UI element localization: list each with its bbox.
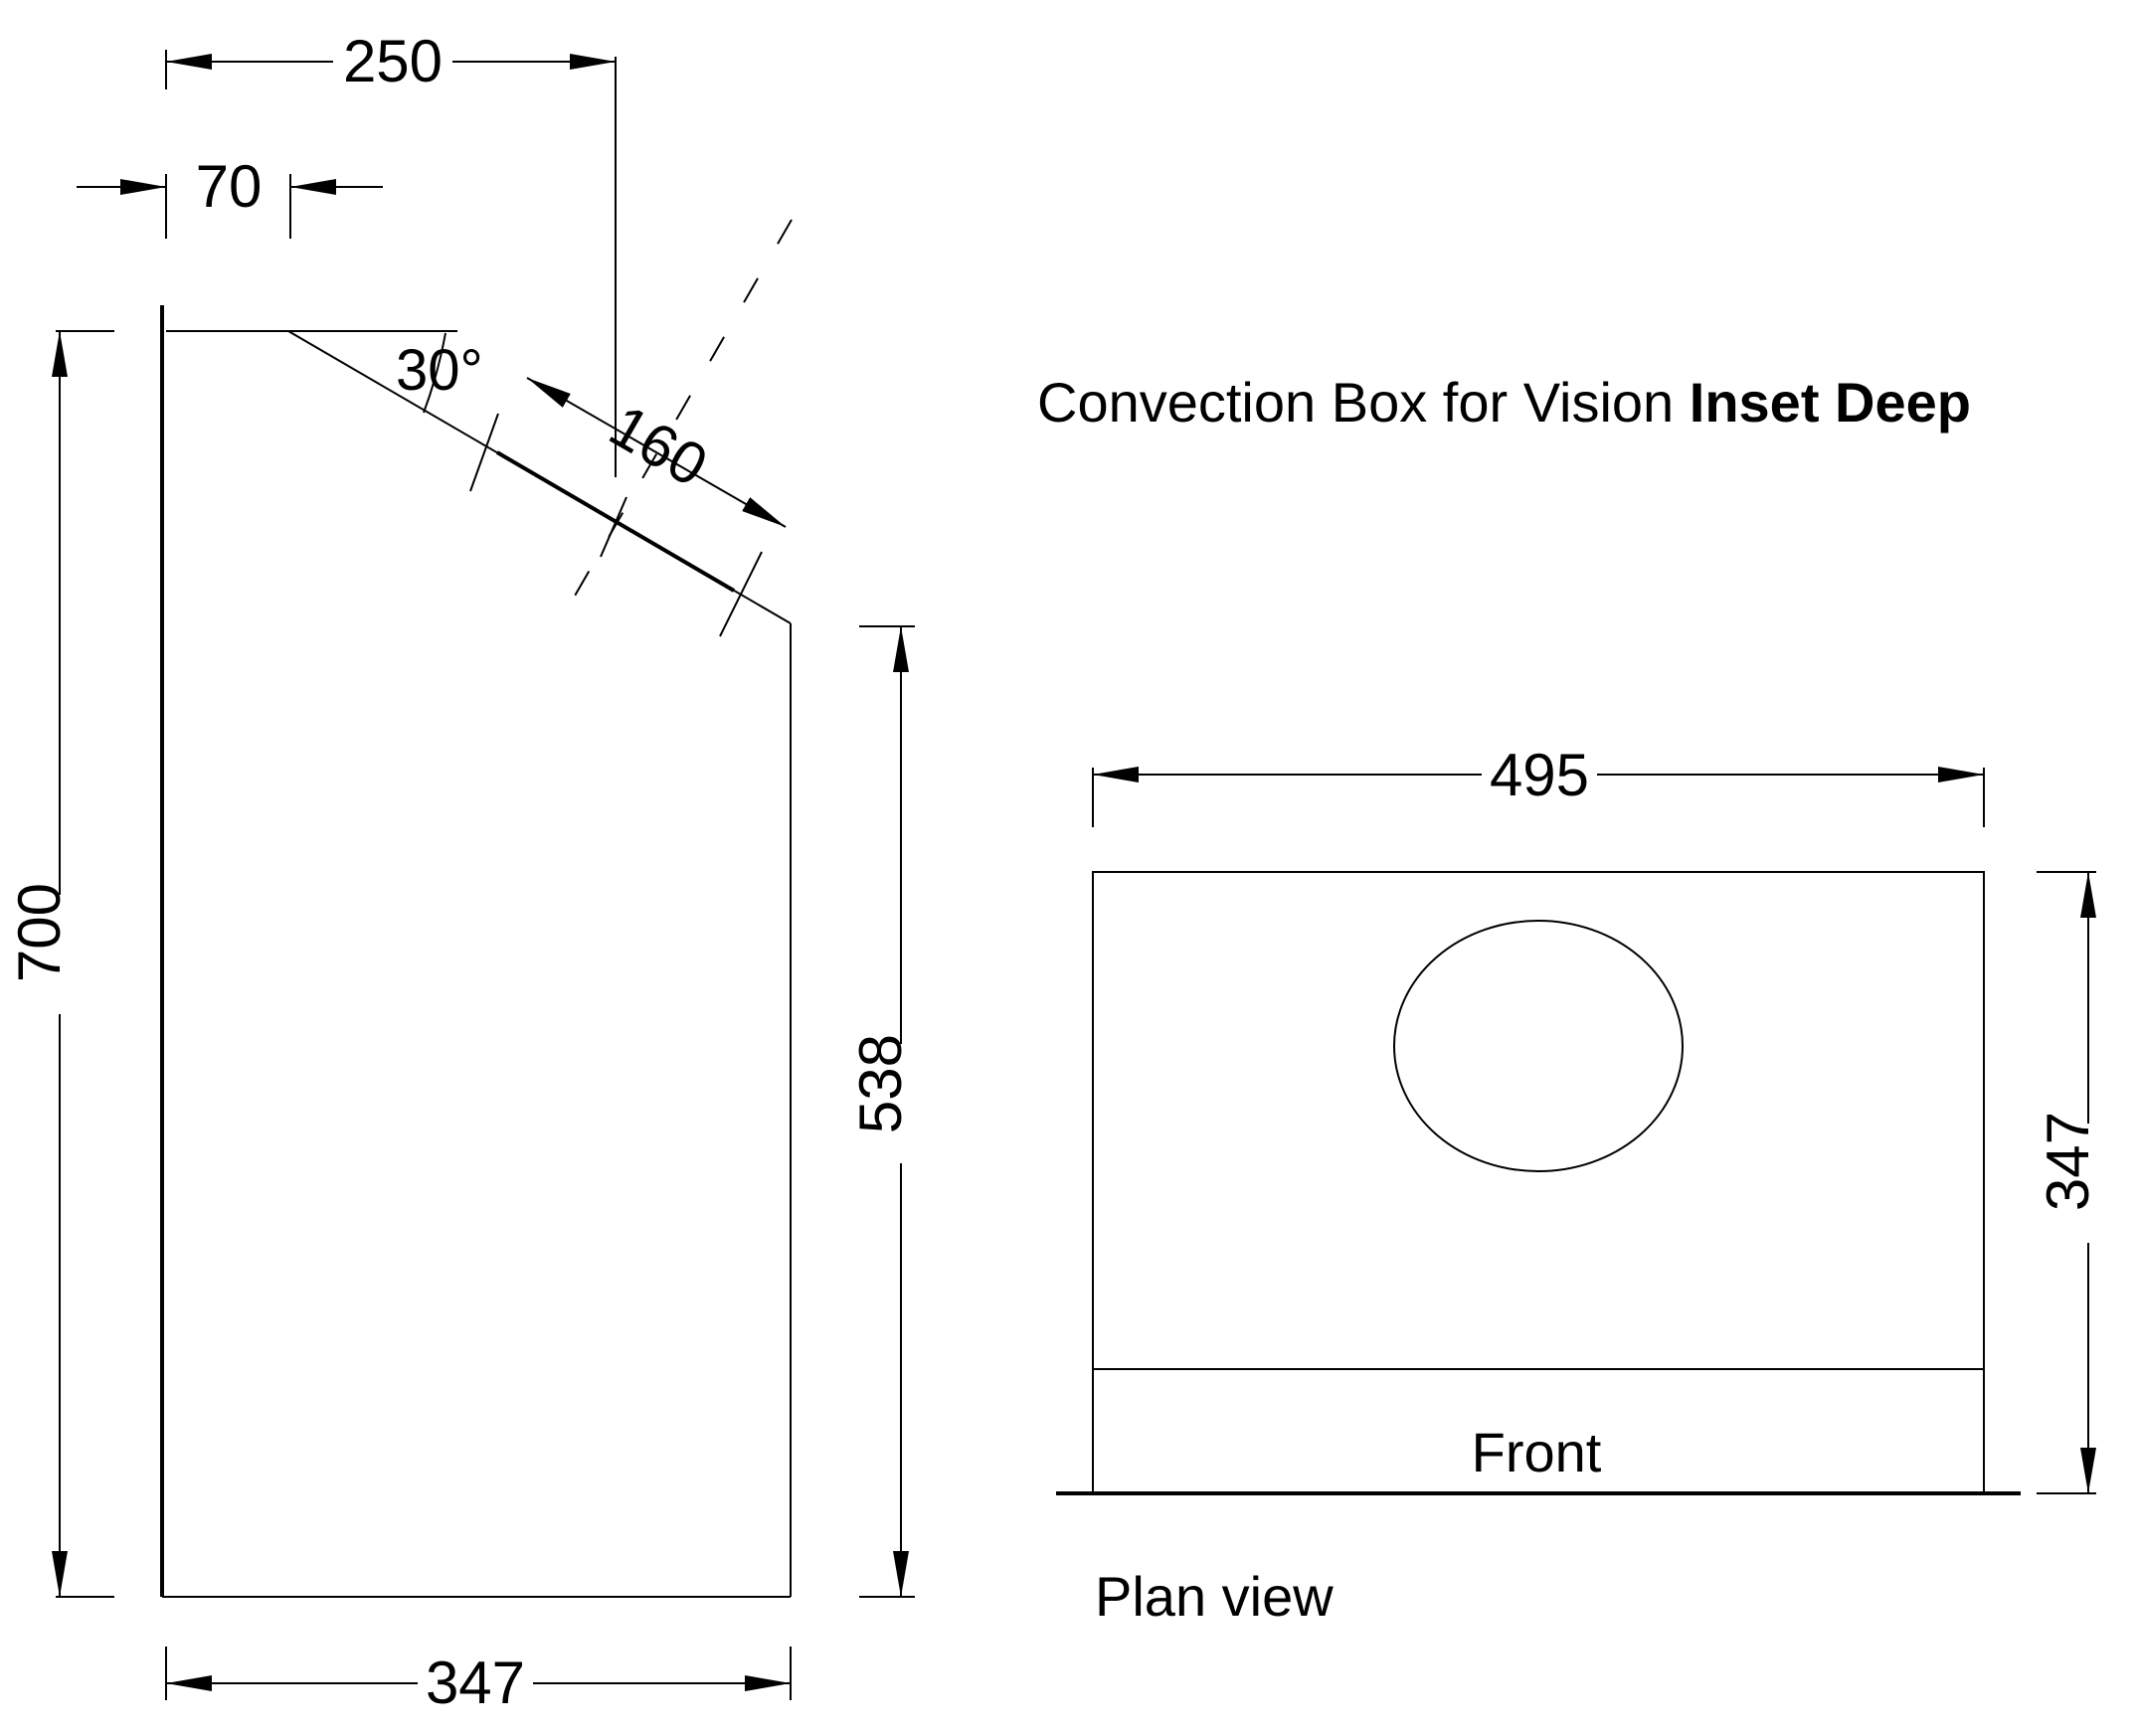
dim-depth-label: 347 [426, 1649, 525, 1716]
plan-view: Front 495 347 Plan view [1056, 742, 2116, 1628]
dim-total-height-label: 700 [6, 883, 73, 982]
dim-depth: 347 [165, 1647, 792, 1716]
slope-centerline [558, 219, 793, 624]
plan-view-caption: Plan view [1095, 1565, 1334, 1628]
drawing-title: Convection Box for Vision Inset Deep [1037, 371, 1971, 434]
drawing-title-emphasis: Inset Deep [1690, 371, 1971, 434]
side-view-outline [160, 305, 792, 1598]
dim-plan-width-label: 495 [1490, 742, 1589, 808]
plan-view-outline [1056, 871, 2021, 1495]
dim-top-width: 250 [165, 28, 617, 477]
dim-slope-length-label: 160 [599, 392, 718, 499]
side-view: 250 70 30° 160 700 [6, 28, 929, 1716]
dim-plan-width: 495 [1092, 742, 1985, 827]
dim-plan-depth-label: 347 [2035, 1112, 2101, 1211]
dim-angle-label: 30° [396, 338, 483, 403]
dim-top-offset: 70 [77, 153, 383, 239]
dim-total-height: 700 [6, 330, 114, 1598]
front-label: Front [1472, 1421, 1602, 1483]
dim-front-height-label: 538 [847, 1034, 914, 1133]
dim-front-height: 538 [847, 625, 929, 1598]
dim-slope-length: 160 [526, 377, 787, 528]
flue-outlet [1393, 920, 1684, 1172]
drawing-title-prefix: Convection Box for Vision [1037, 371, 1690, 434]
dim-top-offset-label: 70 [196, 153, 263, 220]
dim-top-width-label: 250 [343, 28, 443, 94]
dim-plan-depth: 347 [2035, 871, 2116, 1494]
